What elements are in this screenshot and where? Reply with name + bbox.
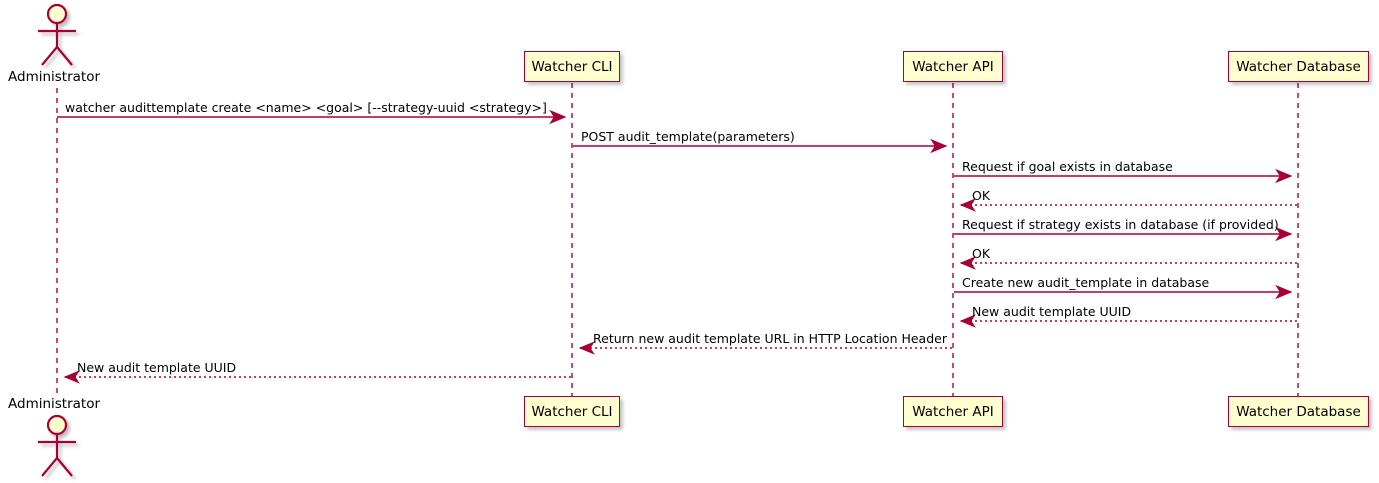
actor-administrator-top-icon xyxy=(38,3,76,66)
message-label-10: New audit template UUID xyxy=(77,360,237,375)
participant-box-watcher-database-top[interactable]: Watcher Database xyxy=(1228,51,1369,82)
message-label-4: OK xyxy=(972,188,991,203)
participant-box-watcher-cli-bottom[interactable]: Watcher CLI xyxy=(524,396,620,427)
participant-box-watcher-cli-top[interactable]: Watcher CLI xyxy=(524,51,620,82)
participant-label-watcher-database-top: Watcher Database xyxy=(1236,58,1361,75)
participant-label-watcher-api-bottom: Watcher API xyxy=(912,403,994,420)
message-label-2: POST audit_template(parameters) xyxy=(581,129,795,144)
message-label-1: watcher audittemplate create <name> <goa… xyxy=(65,100,547,115)
message-label-8: New audit template UUID xyxy=(972,304,1132,319)
message-label-3: Request if goal exists in database xyxy=(962,159,1173,174)
participant-label-watcher-database-bottom: Watcher Database xyxy=(1236,403,1361,420)
message-label-7: Create new audit_template in database xyxy=(962,275,1210,290)
message-label-6: OK xyxy=(972,246,991,261)
participant-box-watcher-database-bottom[interactable]: Watcher Database xyxy=(1228,396,1369,427)
message-label-9: Return new audit template URL in HTTP Lo… xyxy=(593,331,947,346)
participant-box-watcher-api-top[interactable]: Watcher API xyxy=(903,51,1003,82)
participant-box-watcher-api-bottom[interactable]: Watcher API xyxy=(903,396,1003,427)
actor-label-administrator-top: Administrator xyxy=(8,69,101,85)
participant-label-watcher-cli-top: Watcher CLI xyxy=(531,58,613,75)
message-label-5: Request if strategy exists in database (… xyxy=(962,217,1279,232)
actor-administrator-bottom-icon xyxy=(38,414,76,477)
participant-label-watcher-api-top: Watcher API xyxy=(912,58,994,75)
participant-label-watcher-cli-bottom: Watcher CLI xyxy=(531,403,613,420)
actor-label-administrator-bottom: Administrator xyxy=(8,396,101,412)
